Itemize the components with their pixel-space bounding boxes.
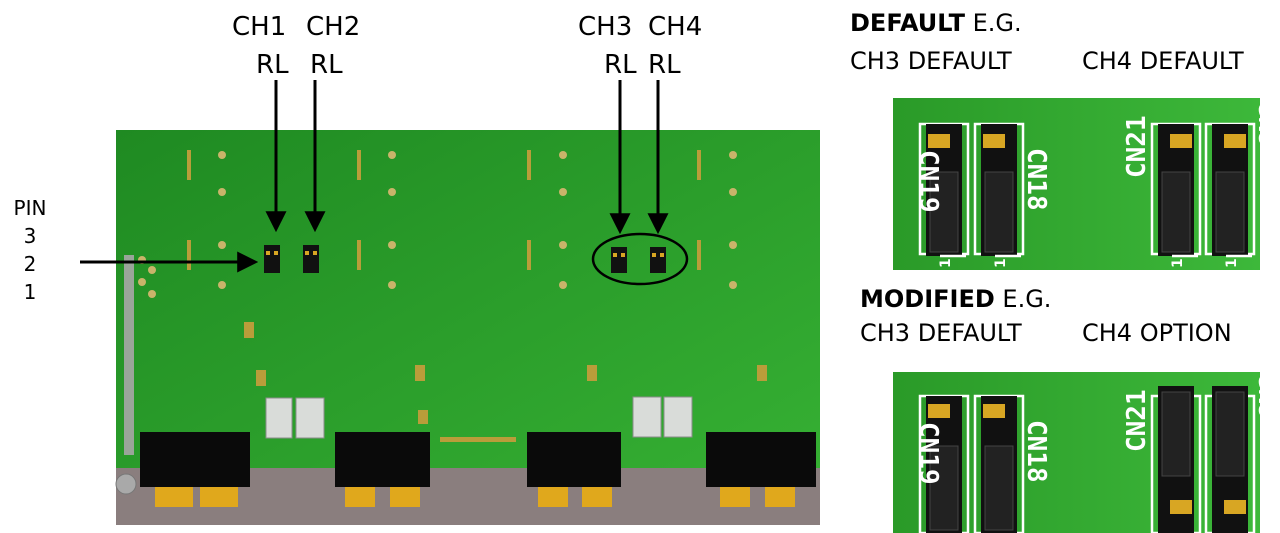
default-cn21-label: CN21 bbox=[1122, 115, 1152, 178]
ch3-ch4-highlight-ellipse bbox=[591, 232, 689, 286]
default-pin1-d: 1 bbox=[1224, 258, 1240, 268]
ch3-label: CH3 bbox=[578, 12, 633, 42]
modified-title-rest: E.G. bbox=[994, 285, 1052, 313]
ch2-label: CH2 bbox=[306, 12, 361, 42]
modified-right-caption: CH4 OPTION bbox=[1082, 319, 1232, 347]
ch4-label: CH4 bbox=[648, 12, 703, 42]
ch1-label: CH1 bbox=[232, 12, 287, 42]
default-pin1-c: 1 bbox=[1170, 258, 1186, 268]
default-pin1-b: 1 bbox=[993, 258, 1009, 268]
ch1-rl-label: RL bbox=[256, 50, 289, 80]
modified-jumper-panel: CN19 CN18 CN21 CN20 bbox=[893, 357, 1280, 533]
pin-number-3: 3 bbox=[23, 224, 37, 248]
pin-label: PIN bbox=[13, 196, 47, 220]
default-jumper-panel: CN19 CN18 CN21 CN20 1 1 1 1 bbox=[893, 85, 1280, 270]
modified-left-caption: CH3 DEFAULT bbox=[860, 319, 1022, 347]
default-right-caption: CH4 DEFAULT bbox=[1082, 47, 1244, 75]
modified-title-bold: MODIFIED bbox=[860, 285, 995, 313]
default-title-rest: E.G. bbox=[964, 9, 1022, 37]
ch4-rl-label: RL bbox=[648, 50, 681, 80]
default-cn18-label: CN18 bbox=[1021, 148, 1051, 211]
pin-number-2: 2 bbox=[23, 252, 37, 276]
ch3-rl-label: RL bbox=[604, 50, 637, 80]
pin-number-1: 1 bbox=[23, 280, 37, 304]
default-left-caption: CH3 DEFAULT bbox=[850, 47, 1012, 75]
modified-panel-title: MODIFIED E.G. bbox=[860, 284, 1051, 314]
default-panel-title: DEFAULT E.G. bbox=[850, 8, 1022, 38]
default-pin1-a: 1 bbox=[938, 258, 954, 268]
modified-cn21-label: CN21 bbox=[1122, 389, 1152, 452]
default-title-bold: DEFAULT bbox=[850, 9, 965, 37]
default-cn19-label: CN19 bbox=[913, 150, 943, 213]
modified-cn18-label: CN18 bbox=[1021, 420, 1051, 483]
pcb-board bbox=[115, 130, 820, 525]
default-cn20-label: CN20 bbox=[1255, 85, 1280, 148]
modified-cn19-label: CN19 bbox=[913, 422, 943, 485]
modified-cn20-label: CN20 bbox=[1255, 357, 1280, 420]
ch2-rl-label: RL bbox=[310, 50, 343, 80]
